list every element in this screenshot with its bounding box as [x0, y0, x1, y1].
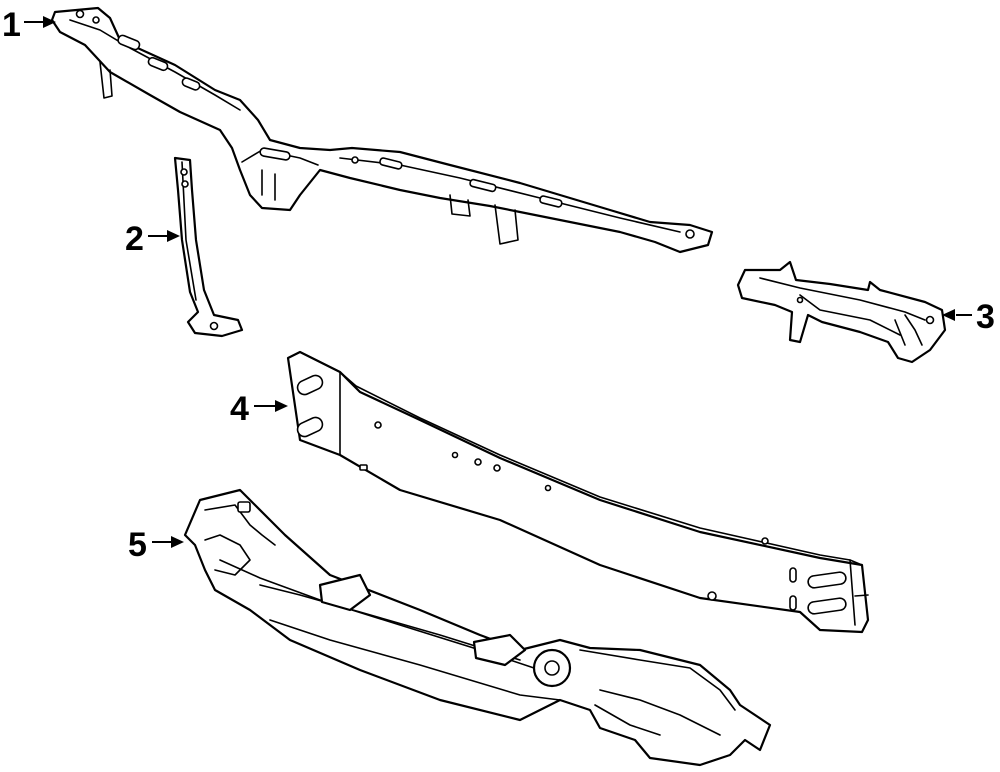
callout-1: 1: [2, 6, 56, 44]
part-1-upper-tie-bar: [50, 6, 714, 254]
callout-3: 3: [942, 298, 995, 336]
part-5-energy-absorber: [183, 488, 772, 767]
svg-text:4: 4: [230, 390, 249, 428]
callout-5: 5: [128, 526, 184, 564]
svg-text:5: 5: [128, 526, 147, 564]
svg-text:3: 3: [976, 298, 995, 336]
callout-4: 4: [230, 390, 288, 428]
svg-text:1: 1: [2, 6, 21, 44]
part-4-support-beam: [286, 350, 870, 634]
svg-text:2: 2: [125, 220, 144, 258]
callout-2: 2: [125, 220, 180, 258]
part-3-side-bracket: [736, 260, 947, 364]
part-2-support-bracket: [173, 156, 244, 338]
